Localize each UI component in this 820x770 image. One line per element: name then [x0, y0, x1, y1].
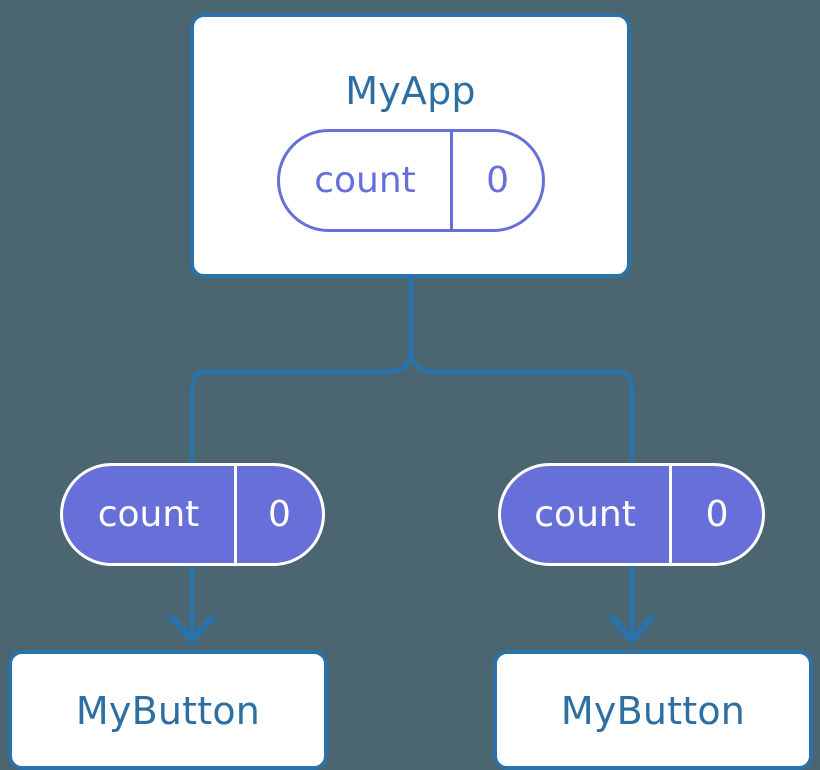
- component-card-mybutton-left[interactable]: MyButton: [8, 650, 328, 770]
- branch-wire-left: [189, 345, 414, 466]
- component-title-myapp: MyApp: [345, 69, 476, 113]
- component-title-mybutton-right: MyButton: [560, 689, 746, 733]
- props-pill-key: count: [534, 493, 636, 535]
- arrow-head-left-icon: [168, 614, 216, 644]
- state-pill-myapp[interactable]: count 0: [277, 129, 545, 232]
- branch-wire-right: [408, 345, 635, 466]
- props-pill-value: 0: [669, 466, 762, 563]
- arrow-head-right-icon: [608, 614, 656, 644]
- state-pill-key: count: [314, 159, 416, 201]
- state-pill-value: 0: [450, 132, 542, 229]
- props-pill-left[interactable]: count 0: [60, 463, 325, 566]
- props-pill-key: count: [97, 493, 200, 535]
- props-pill-value: 0: [234, 466, 322, 563]
- component-title-mybutton-left: MyButton: [75, 689, 261, 733]
- component-card-mybutton-right[interactable]: MyButton: [493, 650, 813, 770]
- props-pill-right[interactable]: count 0: [498, 463, 765, 566]
